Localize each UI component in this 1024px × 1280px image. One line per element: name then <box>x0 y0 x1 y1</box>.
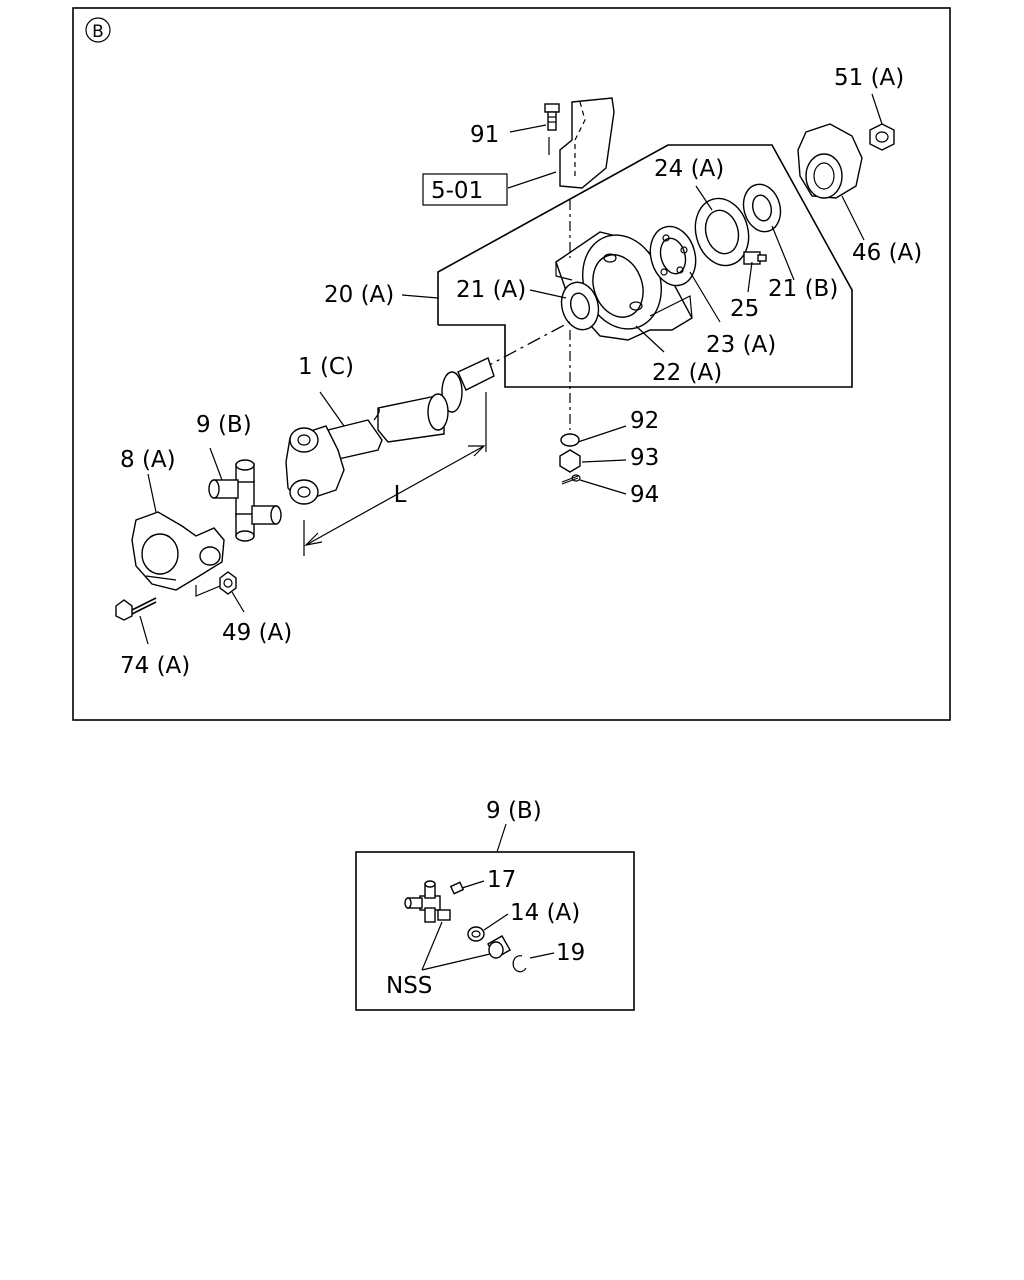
label-19: 19 <box>556 940 585 966</box>
bearing-cup-icon <box>487 935 511 959</box>
universal-joint-9b-icon <box>208 459 282 542</box>
label-74a: 74 (A) <box>120 653 190 679</box>
seal-21b-icon <box>742 183 782 233</box>
detail-leader-lines <box>421 880 555 971</box>
detail-title-leader <box>496 823 507 853</box>
label-46a: 46 (A) <box>852 240 922 266</box>
grease-nipple-17-icon <box>449 881 465 895</box>
label-nss: NSS <box>386 973 432 999</box>
label-22a: 22 (A) <box>652 360 722 386</box>
label-20a: 20 (A) <box>324 282 394 308</box>
label-17: 17 <box>487 867 516 893</box>
slinger-24a-icon <box>694 197 750 267</box>
nut-49a-icon <box>219 571 237 595</box>
label-51a: 51 (A) <box>834 65 904 91</box>
seal-21a-icon <box>560 281 600 331</box>
propeller-shaft-1c-icon <box>285 357 495 505</box>
flange-yoke-8a-icon <box>131 511 225 591</box>
label-23a: 23 (A) <box>706 332 776 358</box>
label-24a: 24 (A) <box>654 156 724 182</box>
cotter-pin-94-icon <box>561 474 581 485</box>
label-25: 25 <box>730 296 759 322</box>
bolt-nut-bracket <box>195 585 221 597</box>
snap-ring-19-icon <box>512 955 527 973</box>
seal-14a-icon <box>467 926 485 942</box>
bracket-5-01-icon <box>548 97 615 189</box>
nut-93-icon <box>559 449 581 473</box>
label-14a: 14 (A) <box>510 900 580 926</box>
dimension-l-label: L <box>394 482 407 508</box>
washer-92-icon <box>560 433 580 447</box>
label-49a: 49 (A) <box>222 620 292 646</box>
shaft-axis <box>479 321 571 371</box>
companion-flange-46a-icon <box>797 123 863 199</box>
label-box-5-01 <box>422 173 508 206</box>
label-5-01: 5-01 <box>431 178 483 204</box>
grease-nipple-25-icon <box>743 251 767 265</box>
label-92: 92 <box>630 408 659 434</box>
detail-view-title: 9 (B) <box>486 798 542 824</box>
label-21a: 21 (A) <box>456 277 526 303</box>
label-21b: 21 (B) <box>768 276 838 302</box>
main-view-frame <box>72 7 951 721</box>
nut-51a-icon <box>869 123 895 151</box>
label-91: 91 <box>470 122 499 148</box>
label-93: 93 <box>630 445 659 471</box>
bolt-91-icon <box>544 103 560 131</box>
dimension-l: L <box>303 392 487 556</box>
view-marker: B <box>85 17 111 43</box>
bearing-23a-icon <box>649 225 697 287</box>
view-marker-letter: B <box>92 22 104 42</box>
assembly-boundary-20a <box>437 144 853 388</box>
label-8a: 8 (A) <box>120 447 176 473</box>
label-9b: 9 (B) <box>196 412 252 438</box>
label-1c: 1 (C) <box>298 354 354 380</box>
leader-lines <box>139 93 883 645</box>
bolt-74a-icon <box>115 597 157 621</box>
detail-view-frame <box>355 851 635 1011</box>
spider-icon <box>404 880 451 923</box>
label-94: 94 <box>630 482 659 508</box>
